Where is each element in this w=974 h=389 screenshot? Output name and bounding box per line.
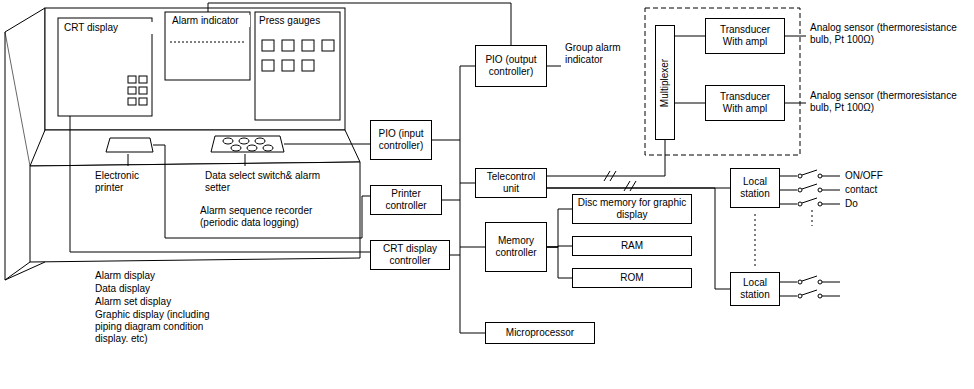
memory-controller: Memory controller: [485, 222, 547, 272]
panel-label: Alarm indicator: [172, 15, 250, 27]
panel-label: Press gauges: [259, 15, 337, 27]
contact-symbol: [780, 184, 840, 192]
console-lower-body: [30, 162, 360, 262]
sensor-label: Analog sensor (thermoresistance bulb, Pt…: [810, 90, 968, 114]
transducer-box: Transducer With ampl: [705, 85, 785, 121]
press-gauges: [262, 40, 334, 71]
function-label: Graphic display (including piping diagra…: [95, 309, 230, 345]
system-bus: [460, 66, 461, 333]
connector: [547, 209, 572, 247]
connector: [547, 188, 730, 289]
connector: [547, 140, 665, 176]
connector: [547, 247, 572, 278]
ram-box: RAM: [572, 236, 692, 256]
alarm-lamp-row: [170, 42, 245, 43]
crt-wire: [70, 116, 370, 252]
transducer-box: Transducer With ampl: [705, 18, 785, 54]
sensor-label: Analog sensor (thermoresistance bulb, Pt…: [810, 22, 968, 46]
bus-stub: [442, 200, 460, 201]
box-text: Printer controller: [374, 188, 438, 212]
leader-line: [245, 154, 246, 166]
bus-stub: [450, 255, 460, 256]
box-text: RAM: [621, 240, 643, 252]
sensor-wire: [785, 103, 806, 104]
telecontrol-unit: Telecontrol unit: [475, 168, 547, 198]
function-label: Alarm set display: [95, 296, 230, 308]
contact-label: Do: [845, 198, 905, 210]
box-text: Local station: [734, 176, 776, 200]
disc-memory: Disc memory for graphic display: [572, 194, 692, 224]
printer-controller: Printer controller: [370, 185, 442, 215]
box-text: Disc memory for graphic display: [576, 197, 688, 221]
console-desk: [30, 130, 360, 166]
printer-symbol: [106, 138, 153, 152]
input-controller: PIO (input controller): [370, 120, 432, 160]
output-controller: PIO (output controller): [475, 45, 547, 87]
bus-stub: [432, 140, 460, 141]
local-station: Local station: [730, 168, 780, 208]
box-text: Multiplexer: [659, 58, 671, 106]
multiplexer-box: Multiplexer: [655, 25, 675, 140]
switch-panel: [211, 136, 284, 152]
panel-label: CRT display: [64, 22, 154, 34]
crt-controller: CRT display controller: [370, 240, 450, 270]
function-label: Alarm sequence recorder (periodic data l…: [200, 205, 335, 229]
switch-wire: [284, 144, 370, 145]
bus-stub: [460, 183, 475, 184]
sensor-unit-outline: [645, 8, 800, 155]
box-text: ROM: [620, 272, 643, 284]
rom-box: ROM: [572, 268, 692, 288]
alarm-indicator-panel: [165, 12, 250, 80]
station-continuation: [755, 214, 756, 266]
box-text: Transducer With ampl: [709, 24, 781, 48]
local-station: Local station: [730, 272, 780, 306]
box-text: CRT display controller: [374, 243, 446, 267]
connector: [675, 103, 705, 104]
crt-buttons: [128, 76, 147, 105]
leader-line: [128, 154, 129, 166]
bus-stub: [460, 66, 475, 67]
box-text: PIO (input controller): [374, 128, 428, 152]
box-text: Local station: [734, 277, 776, 301]
microprocessor-box: Microprocessor: [485, 322, 595, 344]
part-label: Group alarm indicator: [565, 42, 627, 66]
console-wires: [70, 3, 561, 252]
press-gauge-panel: [255, 12, 340, 120]
connector: [675, 36, 705, 37]
contact-continuation: [812, 210, 813, 226]
contact-symbol: [780, 276, 840, 284]
bus-stub: [460, 333, 485, 334]
contact-symbol: [780, 198, 840, 206]
contact-label: ON/OFF: [845, 170, 905, 182]
console-edge: [5, 262, 30, 280]
function-label: Data display: [95, 283, 230, 295]
contact-symbol: [780, 290, 840, 298]
sensor-wire: [785, 36, 806, 37]
box-text: Microprocessor: [506, 327, 574, 339]
console-edge: [5, 32, 30, 166]
bus-stub: [460, 247, 485, 248]
alarm-wire: [208, 3, 511, 45]
box-text: Telecontrol unit: [479, 171, 543, 195]
box-text: PIO (output controller): [479, 54, 543, 78]
console-upper-panel: [45, 8, 345, 130]
group-alarm-wire: [547, 66, 561, 67]
contact-label: contact: [845, 184, 905, 196]
contact-symbols: [780, 170, 840, 298]
function-label: Alarm display: [95, 270, 230, 282]
box-text: Memory controller: [489, 235, 543, 259]
part-label: Data select switch& alarm setter: [205, 170, 335, 194]
switch-knobs: [223, 138, 273, 151]
printer-wire: [153, 145, 370, 238]
contact-symbol: [780, 170, 840, 178]
box-text: Transducer With ampl: [709, 91, 781, 115]
part-label: Electronic printer: [95, 170, 153, 194]
